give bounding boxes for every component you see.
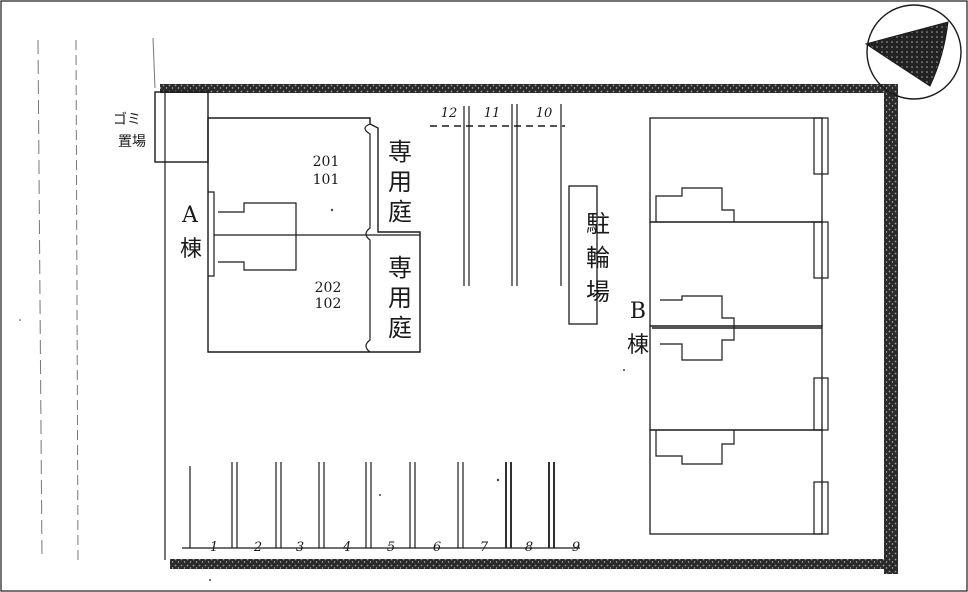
bicycle-parking-char-1: 駐: [586, 210, 610, 238]
parking-space-7: 7: [480, 540, 489, 555]
bicycle-parking-char-2: 輪: [586, 244, 610, 272]
building-b-kanji: 棟: [627, 333, 649, 358]
boundary-wall: [160, 84, 898, 574]
private-garden-lower-char-3: 庭: [388, 314, 412, 342]
parking-space-6: 6: [433, 540, 441, 555]
private-garden-upper-char-3: 庭: [388, 198, 412, 226]
scan-specks: [19, 208, 625, 581]
unit-upper-top-number: 201: [313, 154, 340, 170]
building-a-letter: A: [181, 203, 199, 228]
garbage-area-label-line1: ゴミ: [113, 111, 141, 128]
building-b: [649, 117, 829, 535]
bicycle-parking-area: [568, 185, 598, 325]
garbage-area-label-line2: 置場: [118, 134, 146, 150]
garbage-area: [154, 91, 209, 163]
unit-lower-top-number: 202: [315, 280, 342, 296]
parking-space-10: 10: [536, 106, 553, 121]
bicycle-parking-char-3: 場: [586, 278, 610, 306]
parking-space-2: 2: [253, 540, 262, 555]
parking-space-11: 11: [484, 106, 501, 121]
north-arrow-icon: [864, 4, 962, 100]
parking-space-12: 12: [441, 106, 458, 121]
bottom-parking-stalls: [182, 462, 580, 549]
unit-upper-bottom-number: 101: [313, 172, 340, 188]
parking-space-4: 4: [342, 540, 351, 555]
parking-space-1: 1: [210, 540, 218, 555]
private-garden-lower-char-1: 専: [388, 254, 412, 282]
private-garden-lower-char-2: 用: [388, 284, 412, 312]
parking-space-9: 9: [572, 540, 580, 555]
building-b-letter: B: [630, 299, 646, 324]
parking-space-8: 8: [525, 540, 533, 555]
road-lines: [37, 37, 156, 561]
parking-space-3: 3: [296, 540, 304, 555]
top-parking-stalls: [430, 104, 565, 286]
private-garden-upper-char-2: 用: [388, 168, 412, 196]
unit-lower-bottom-number: 102: [315, 296, 342, 312]
private-garden-upper-char-1: 専: [388, 138, 412, 166]
parking-space-5: 5: [387, 540, 395, 555]
building-a: [207, 117, 421, 353]
building-a-kanji: 棟: [180, 237, 202, 262]
